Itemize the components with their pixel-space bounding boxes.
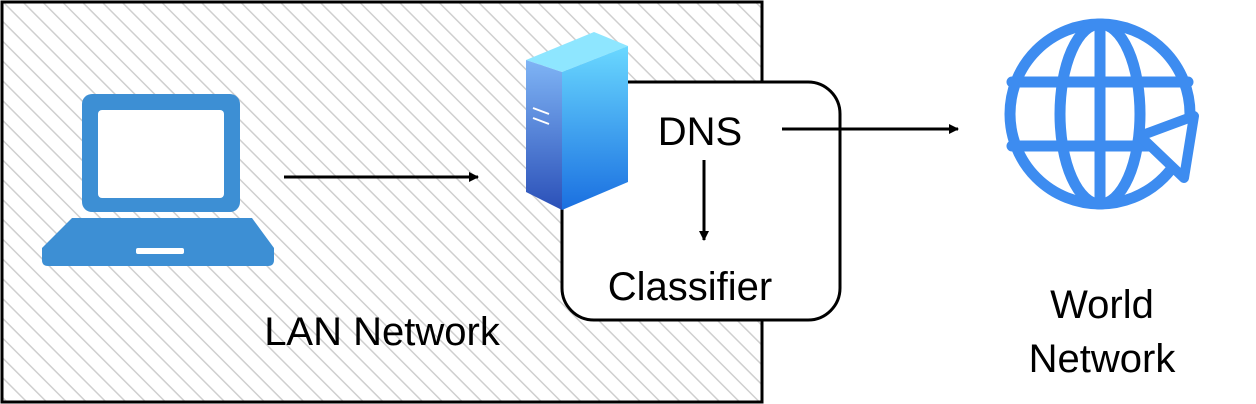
world-network-label-line2: Network: [1029, 337, 1177, 381]
server-icon: [526, 32, 628, 210]
laptop-icon: [42, 94, 274, 266]
world-network-label-line1: World: [1050, 283, 1154, 327]
lan-network-label: LAN Network: [264, 310, 501, 354]
classifier-label: Classifier: [608, 265, 772, 309]
dns-label: DNS: [658, 110, 742, 154]
globe-icon: [1004, 18, 1199, 210]
